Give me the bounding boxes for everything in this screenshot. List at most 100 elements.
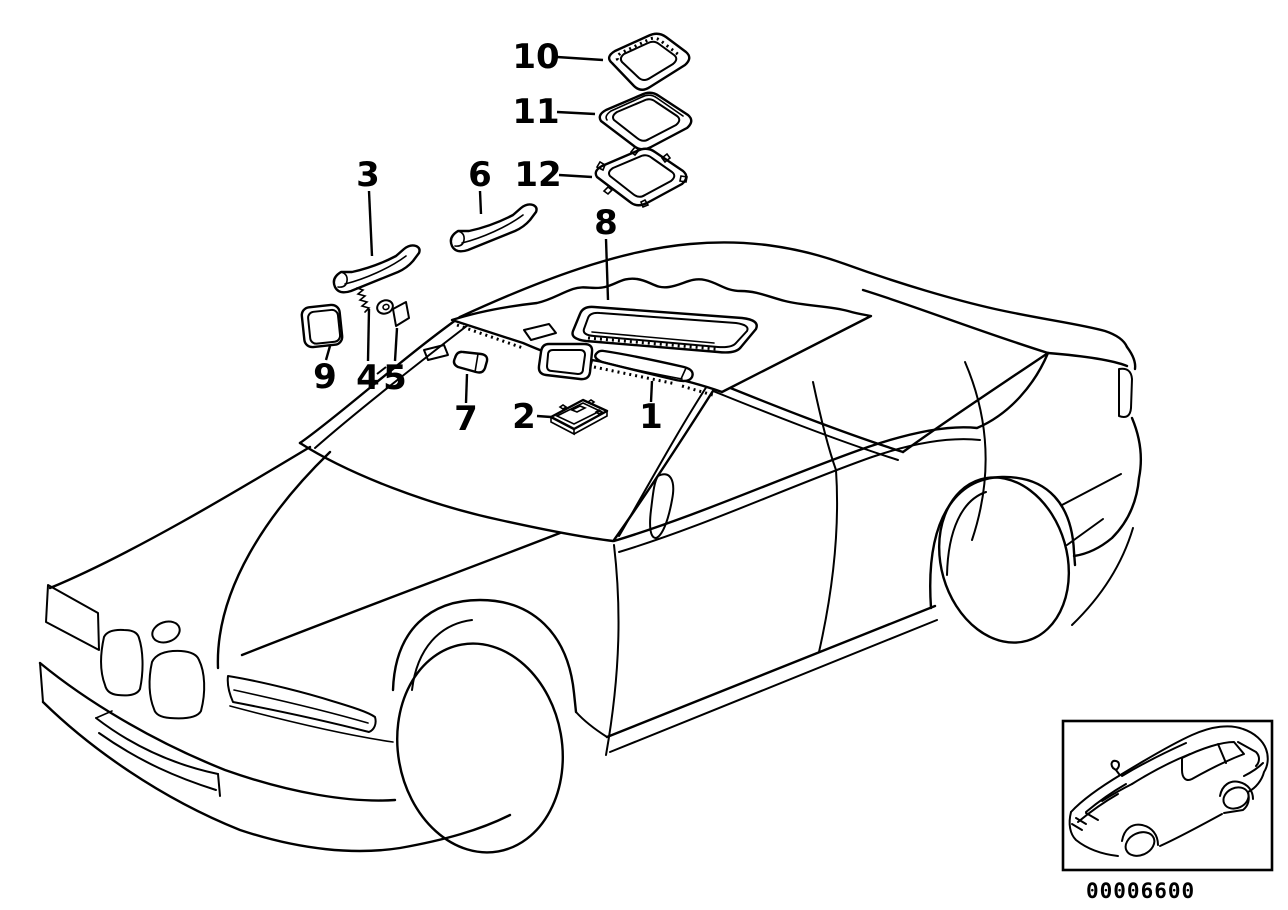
diagram-code: 00006600	[1086, 879, 1195, 903]
callout-1-leader	[649, 380, 654, 403]
dome-light-aperture	[523, 323, 557, 341]
headliner-hatch-front	[593, 365, 677, 386]
roofline	[458, 241, 1129, 349]
sunroof-opening-inner	[582, 311, 749, 349]
side-mirror	[649, 473, 675, 539]
cowl-line	[298, 441, 615, 543]
sill-upper	[605, 604, 937, 739]
callout-6-label: 6	[468, 155, 492, 195]
thumbnail-car	[1068, 725, 1269, 857]
clip7-end	[474, 353, 479, 373]
sunroof-opening-lip	[591, 331, 715, 344]
sun-visor-outline	[594, 349, 694, 383]
headlight-right-inner	[233, 689, 369, 724]
beltline	[612, 351, 1050, 543]
quarter-seam	[964, 361, 987, 541]
front-arch-to-sill	[575, 711, 608, 738]
trunk-edge	[1046, 351, 1129, 368]
screw4-coil	[356, 287, 371, 313]
callout-2-leader	[536, 414, 552, 419]
sunroof-opening-outer	[571, 305, 758, 354]
bumper-slot-top	[95, 717, 219, 775]
callout-2-label: 2	[512, 397, 536, 437]
thumbnail-box: 00006600	[1061, 719, 1274, 903]
callout-7-label: 7	[454, 399, 478, 439]
frame11-mid	[605, 94, 684, 121]
screw4-washer	[376, 299, 394, 315]
rear-bumper-strip-1	[1061, 473, 1122, 506]
callout-12-leader	[558, 173, 593, 179]
clip	[452, 350, 489, 374]
frame12-clip-5	[639, 198, 650, 209]
rear-corner	[1125, 345, 1137, 371]
cap9-inner	[307, 308, 342, 345]
car-body	[38, 241, 1142, 854]
beltline-lower	[618, 438, 981, 553]
sun-visor	[594, 349, 694, 383]
bumper-top	[38, 661, 397, 802]
rear-wheel-arch	[929, 475, 1077, 610]
callout-10-leader	[556, 55, 604, 62]
door-seam-rear	[818, 469, 839, 653]
door-seam-front	[605, 544, 620, 756]
lamp2-bulb	[570, 405, 587, 413]
fender-lower-line	[229, 705, 394, 743]
callout-8-leader	[604, 238, 610, 301]
callout-4-label: 4	[356, 358, 380, 398]
handle3-outline	[332, 244, 421, 294]
hood-crease-right	[240, 531, 562, 657]
console-bracket-inner	[546, 349, 586, 375]
drip-rail	[716, 381, 905, 454]
sunroof-seal	[598, 91, 693, 151]
bmw-roundel	[151, 620, 181, 644]
callout-4-leader	[366, 308, 371, 362]
windshield-right-inner	[618, 385, 708, 537]
clip7-body	[452, 350, 489, 374]
clip-slot	[423, 344, 449, 361]
callout-4-tick	[376, 366, 387, 375]
screw4-head	[382, 303, 390, 311]
handle3-inner	[344, 255, 407, 285]
lamp2-tab-2	[586, 399, 596, 405]
sun-visor-thickness	[599, 360, 683, 380]
handle6-inner	[461, 214, 524, 244]
interior-lamp	[549, 398, 609, 436]
headlight-left	[45, 584, 100, 651]
bumper-slot-end	[217, 773, 221, 797]
tail-light	[1118, 367, 1133, 418]
front-wheel	[396, 642, 564, 854]
callout-11-leader	[556, 110, 596, 116]
callout-3-label: 3	[356, 155, 380, 195]
lamp2-side-left	[550, 416, 575, 436]
handle6-outline	[449, 203, 538, 253]
kidney-grille-right	[148, 649, 206, 720]
frame12-clip-3	[595, 160, 606, 172]
lamp2-tab-1	[558, 404, 568, 410]
hood-crease-left	[216, 450, 332, 670]
callout-3-leader	[367, 190, 374, 257]
callout-8-label: 8	[594, 203, 618, 243]
bumper-left-edge	[39, 662, 44, 703]
frame12-clip-1	[629, 145, 641, 157]
front-wheel-arch	[391, 598, 578, 714]
callout-1-label: 1	[639, 397, 663, 437]
frame10-inner	[619, 40, 678, 81]
headliner-panel	[423, 277, 873, 398]
rear-wheel	[937, 476, 1071, 644]
spacer-plate	[392, 301, 410, 327]
rear-bumper-edge	[1072, 416, 1142, 558]
grab-handle-rear	[449, 203, 538, 253]
sill-lower	[609, 619, 938, 753]
callout-9-label: 9	[313, 357, 337, 397]
rear-wheel-inner-arc	[946, 491, 987, 576]
bumper-bottom	[41, 700, 512, 853]
frame12-clip-2	[660, 152, 672, 164]
rear-window-bottom	[861, 288, 1050, 355]
callout-6-leader	[478, 190, 483, 215]
frame11-inner	[612, 98, 681, 142]
frame12-clip-6	[602, 185, 614, 196]
handle3-endcap	[337, 271, 348, 288]
frame10-hatch	[615, 36, 680, 62]
